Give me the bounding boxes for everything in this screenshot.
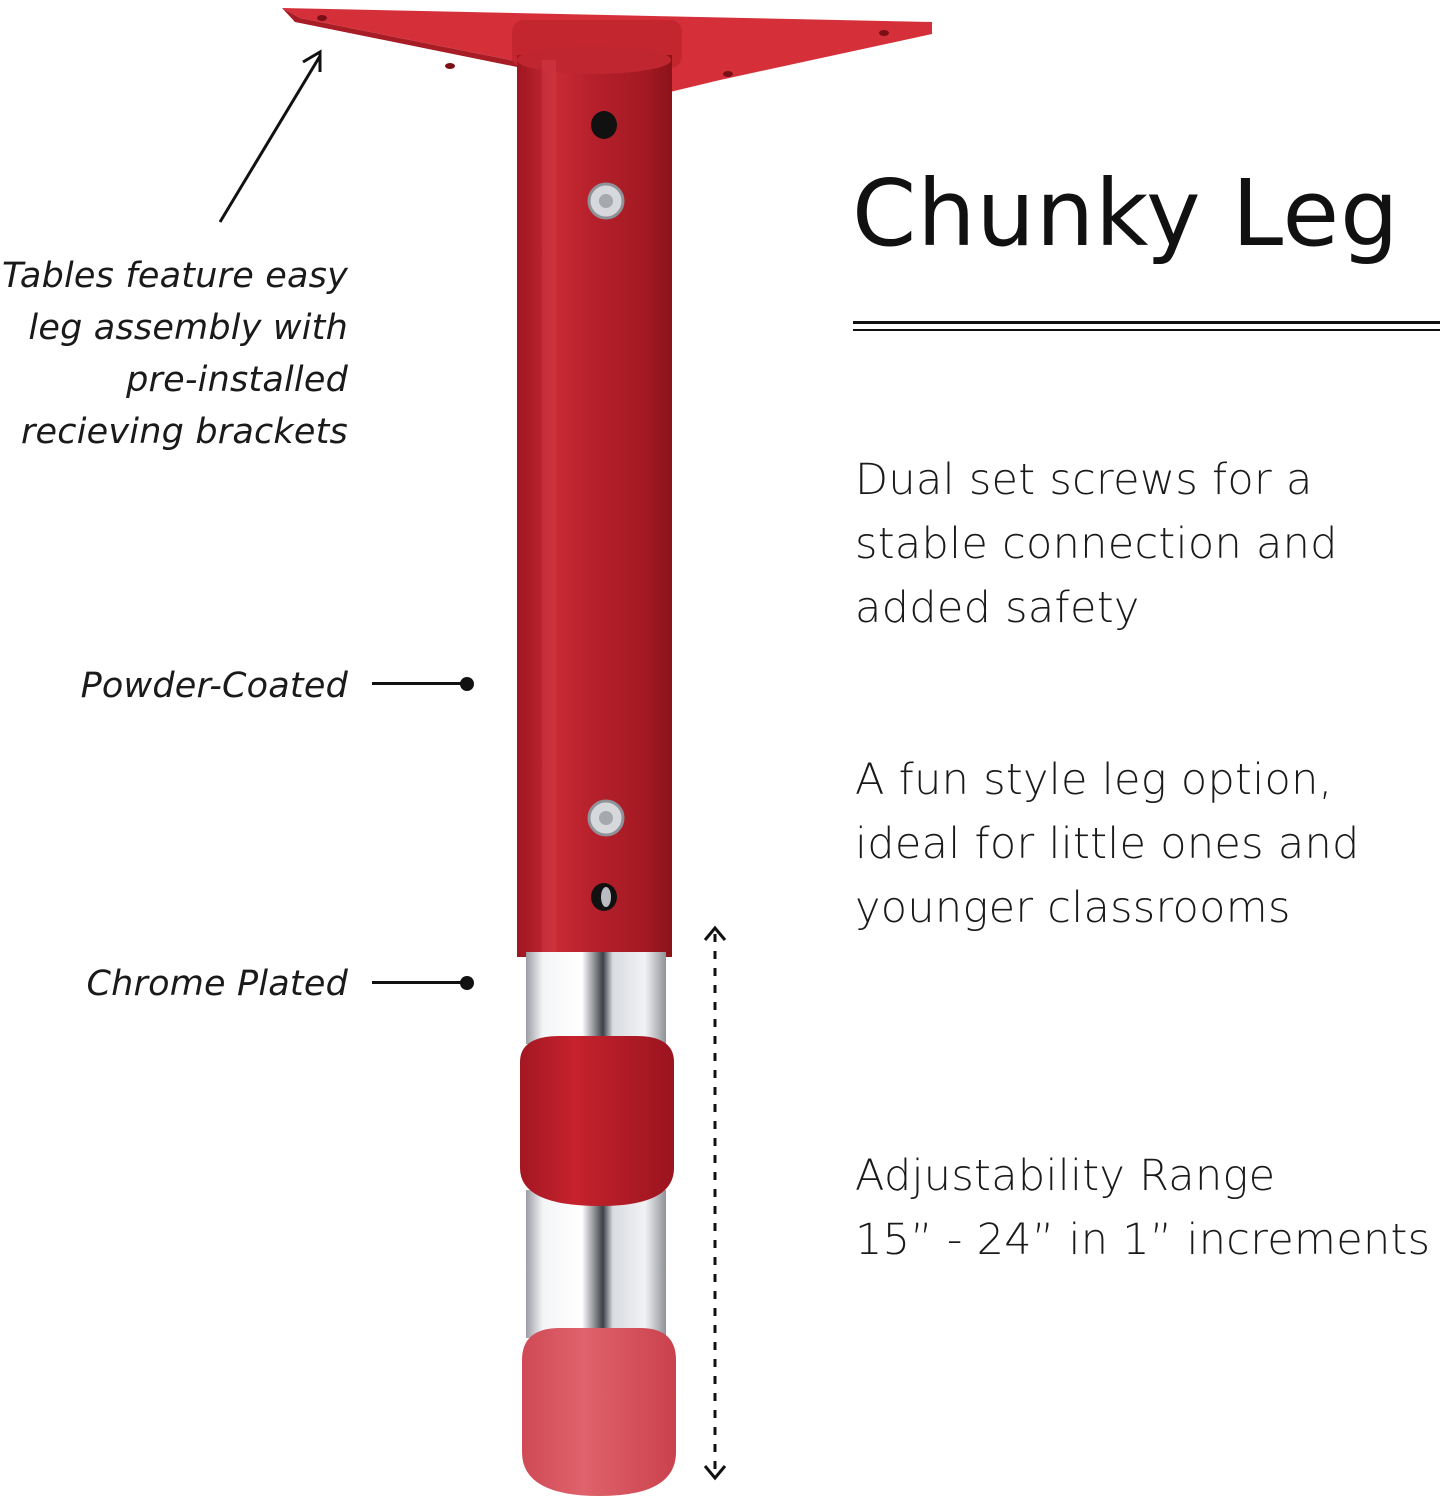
feature-adjustability: Adjustability Range 15” - 24” in 1” incr… [855, 1144, 1440, 1272]
chrome-plated-annotation: Chrome Plated [86, 964, 348, 1004]
rubber-foot [522, 1328, 676, 1496]
page-title: Chunky Leg [852, 160, 1400, 267]
chrome-plated-callout-dot [460, 976, 474, 990]
powder-coated-annotation: Powder-Coated [80, 666, 348, 706]
feature-fun-style: A fun style leg option, ideal for little… [855, 755, 1360, 933]
chrome-plated-callout-line [372, 981, 466, 984]
title-rule-bottom [853, 329, 1440, 331]
adjustability-range: 15” - 24” in 1” increments [855, 1215, 1431, 1265]
powder-coated-callout-line [372, 682, 466, 685]
chrome-tube [526, 952, 666, 1338]
adjustability-dimension-line [703, 925, 727, 1481]
feature-dual-set-screws: Dual set screws for a stable connection … [855, 455, 1338, 633]
red-cap [520, 1036, 674, 1206]
red-leg-tube [517, 46, 672, 957]
adjustability-heading: Adjustability Range [855, 1151, 1276, 1201]
title-rule-top [853, 321, 1440, 324]
bracket-arrow [218, 49, 322, 223]
assembly-annotation: Tables feature easy leg assembly with pr… [2, 256, 348, 452]
powder-coated-callout-dot [460, 677, 474, 691]
